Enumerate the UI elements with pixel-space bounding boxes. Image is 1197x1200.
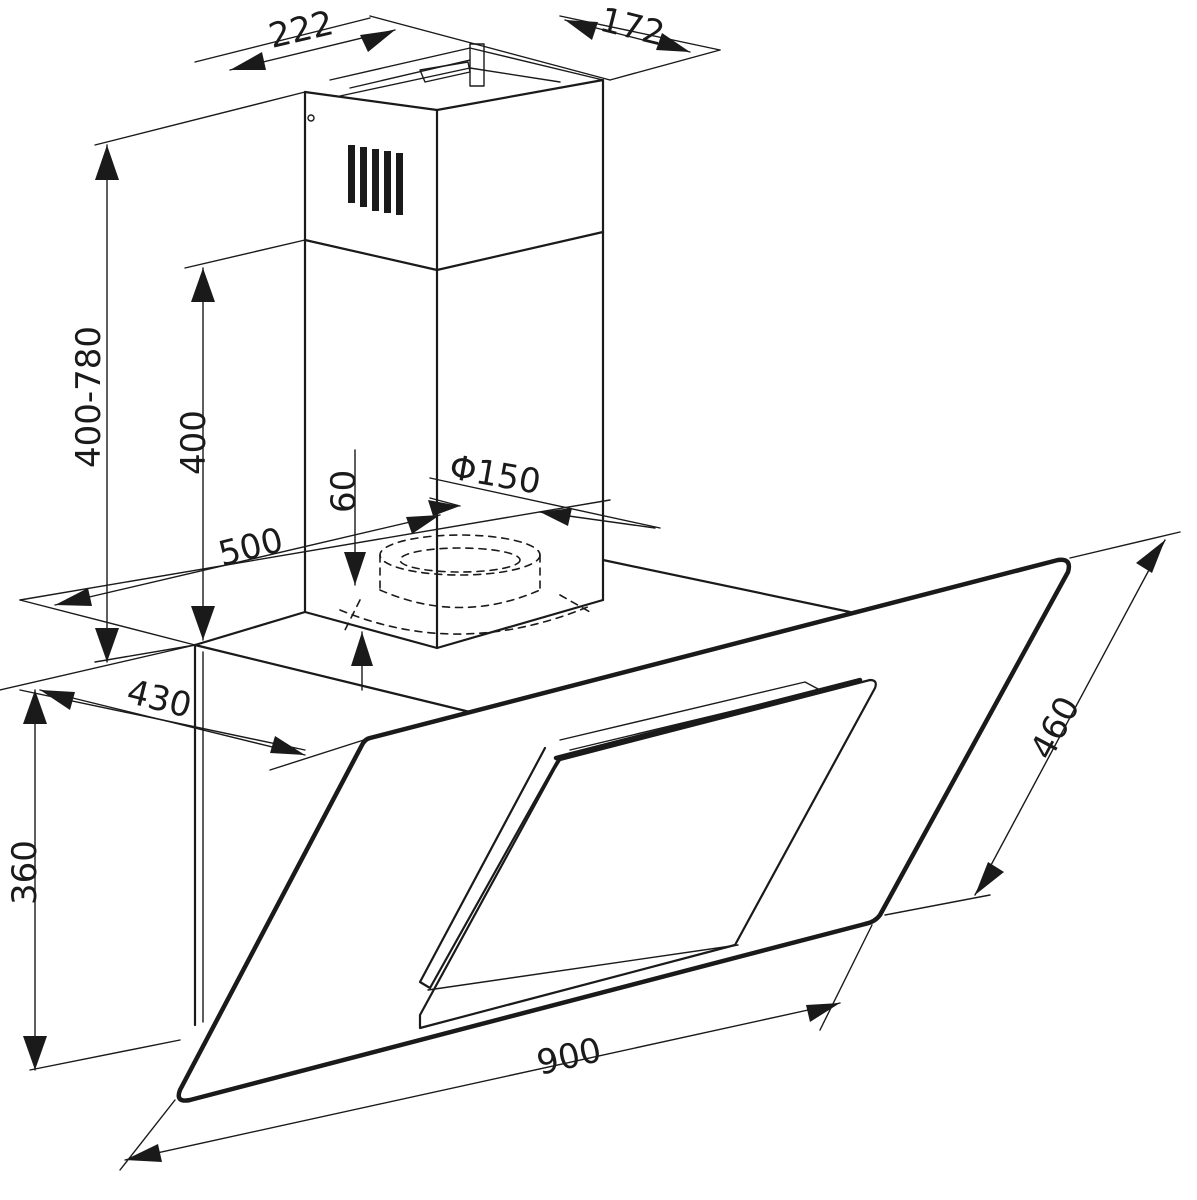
dim-label-222: 222 [265, 3, 337, 57]
hood-body [176, 557, 1072, 1103]
dim-line-360 [23, 689, 47, 1071]
vent-grille-icon [348, 145, 403, 215]
dim-line-460 [974, 539, 1166, 896]
dim-line-400-780 [95, 144, 119, 663]
dim-label-150: Φ150 [446, 447, 543, 502]
upper-chimney [303, 43, 605, 272]
dim-line-60 [344, 449, 373, 691]
dim-line-500 [54, 514, 441, 606]
dim-line-400 [191, 267, 215, 641]
dim-line-430 [39, 689, 306, 756]
dim-label-60: 60 [324, 470, 364, 513]
dim-label-500: 500 [215, 520, 288, 575]
dim-label-400-780: 400-780 [69, 326, 109, 468]
lower-chimney [303, 230, 605, 650]
dim-label-900: 900 [533, 1030, 605, 1084]
duct-outlet [339, 534, 591, 635]
dim-label-360: 360 [5, 840, 45, 905]
dim-label-172: 172 [596, 0, 669, 54]
dim-line-150 [428, 497, 656, 529]
dim-line-900 [124, 1002, 841, 1162]
dim-line-222 [229, 29, 396, 71]
dim-label-430: 430 [123, 672, 196, 727]
dim-label-400: 400 [174, 410, 214, 475]
dim-line-172 [564, 19, 691, 53]
